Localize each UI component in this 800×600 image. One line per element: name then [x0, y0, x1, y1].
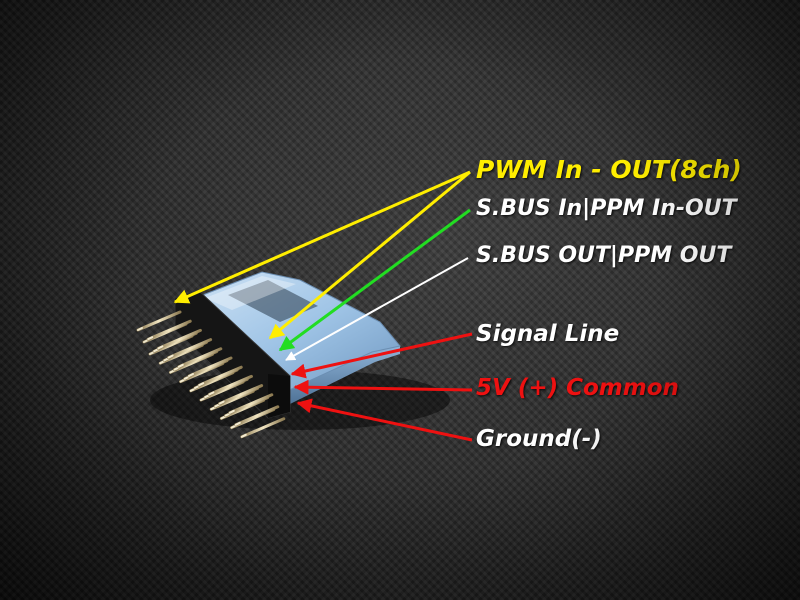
label-sbus-out-ppm-out: S.BUS OUT|PPM OUT — [476, 243, 732, 268]
label-ground: Ground(-) — [476, 426, 602, 452]
label-5v-common: 5V (+) Common — [476, 375, 679, 401]
label-sbus-in-ppm-in-out: S.BUS In|PPM In-OUT — [476, 196, 737, 221]
label-signal-line: Signal Line — [476, 321, 620, 347]
label-pwm-in-out: PWM In - OUT(8ch) — [476, 155, 742, 184]
